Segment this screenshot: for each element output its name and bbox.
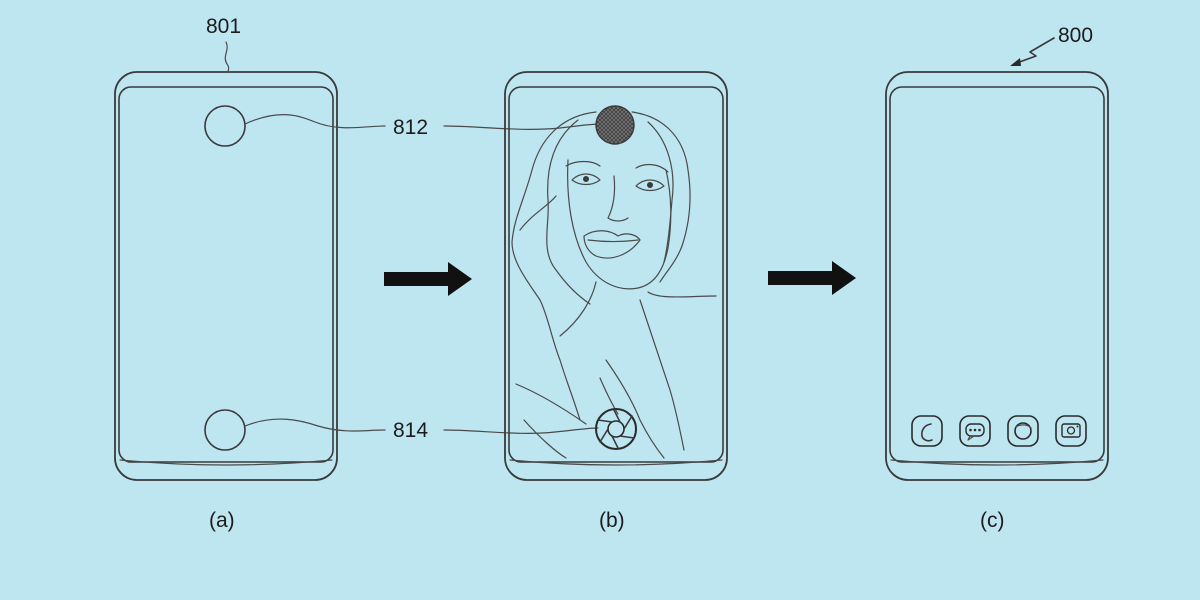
transition-arrow-1 <box>384 262 472 296</box>
caption-b: (b) <box>599 509 625 532</box>
ref-814-leader-b <box>443 427 599 434</box>
camera-shutter-icon[interactable] <box>595 408 637 450</box>
caption-a: (a) <box>209 509 235 532</box>
ref-800-lightning-arrow <box>1010 37 1055 66</box>
transition-arrow-2 <box>768 261 856 295</box>
browser-icon[interactable] <box>1007 415 1039 447</box>
ref-801-label: 801 <box>206 15 241 38</box>
hatched-sensor-circle <box>595 105 635 145</box>
phone-a-bottom-circle <box>204 409 246 451</box>
phone-b-screen <box>508 86 724 463</box>
phone-a-body <box>114 71 338 481</box>
phone-b <box>504 71 728 481</box>
message-icon[interactable] <box>959 415 991 447</box>
phone-a-top-circle <box>204 105 246 147</box>
phone-c-screen <box>889 86 1105 463</box>
ref-814-leader-a <box>244 418 386 432</box>
phone-a-screen <box>118 86 334 463</box>
ref-801-leader <box>224 41 230 73</box>
phone-c <box>885 71 1109 481</box>
camera-icon[interactable] <box>1055 415 1087 447</box>
phone-b-body <box>504 71 728 481</box>
caption-c: (c) <box>980 509 1005 532</box>
ref-812-leader-a <box>244 114 386 129</box>
ref-812-leader-b <box>443 123 601 130</box>
ref-814-label: 814 <box>393 419 428 442</box>
ref-812-label: 812 <box>393 116 428 139</box>
selfie-portrait-sketch <box>511 111 717 459</box>
phone-c-body <box>885 71 1109 481</box>
ref-800-label: 800 <box>1058 24 1093 47</box>
phone-icon[interactable] <box>911 415 943 447</box>
phone-a <box>114 71 338 481</box>
